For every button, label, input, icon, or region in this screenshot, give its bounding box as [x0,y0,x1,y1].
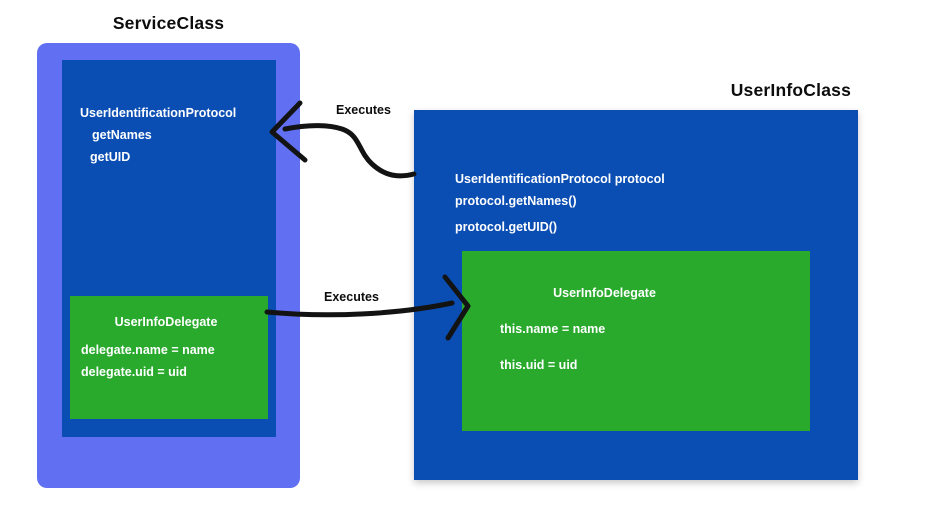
protocol-box-title: UserIdentificationProtocol [80,106,237,120]
user-info-delegate-box: UserInfoDelegate this.name = name this.u… [462,251,810,431]
service-delegate-title: UserInfoDelegate [114,315,218,329]
delegate-uid-assignment: delegate.uid = uid [81,365,187,379]
protocol-getnames-call: protocol.getNames() [455,194,577,208]
user-info-delegate-title: UserInfoDelegate [553,286,656,300]
protocol-declaration-line: UserIdentificationProtocol protocol [455,172,665,186]
this-name-assignment: this.name = name [500,322,606,336]
service-class-title: ServiceClass [112,13,225,33]
service-class-delegate-box: UserInfoDelegate delegate.name = name de… [70,296,268,419]
protocol-getuid-call: protocol.getUID() [455,220,558,234]
executes-label-bottom: Executes [324,290,379,304]
this-uid-assignment: this.uid = uid [500,358,578,372]
protocol-method-getnames: getNames [92,128,152,142]
executes-label-top: Executes [336,103,391,117]
delegate-name-assignment: delegate.name = name [81,343,215,357]
protocol-method-getuid: getUID [90,150,131,164]
user-info-class-title: UserInfoClass [730,80,851,100]
executes-arrow-top-curve [282,123,417,179]
